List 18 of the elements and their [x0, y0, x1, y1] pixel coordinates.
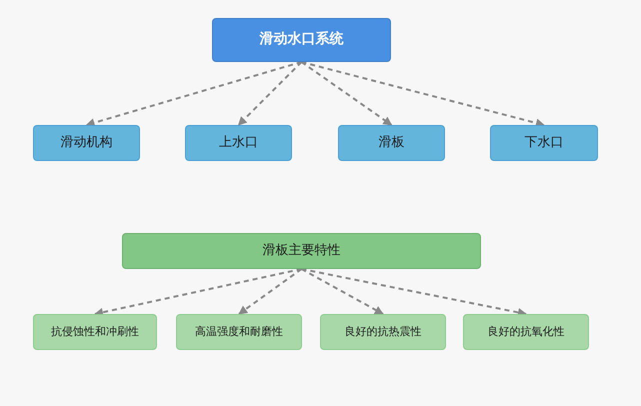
dashed-arrow [300, 61, 392, 126]
property-box: 良好的抗氧化性 [463, 314, 589, 350]
component-box: 滑板 [338, 125, 445, 161]
property-box: 抗侵蚀性和冲刷性 [33, 314, 157, 350]
heading-box: 滑板主要特性 [122, 233, 481, 269]
dashed-arrow [301, 268, 384, 315]
component-box: 滑动机构 [33, 125, 140, 161]
dashed-arrow [301, 61, 545, 128]
property-box: 高温强度和耐磨性 [176, 314, 302, 350]
dashed-arrow [301, 268, 527, 317]
root-box: 滑动水口系统 [212, 18, 391, 62]
dashed-arrow [94, 268, 302, 317]
dashed-arrow [238, 268, 302, 315]
dashed-arrow [238, 61, 302, 126]
property-box: 良好的抗热震性 [320, 314, 446, 350]
component-box: 上水口 [185, 125, 292, 161]
dashed-arrow [86, 61, 302, 128]
component-box: 下水口 [490, 125, 598, 161]
